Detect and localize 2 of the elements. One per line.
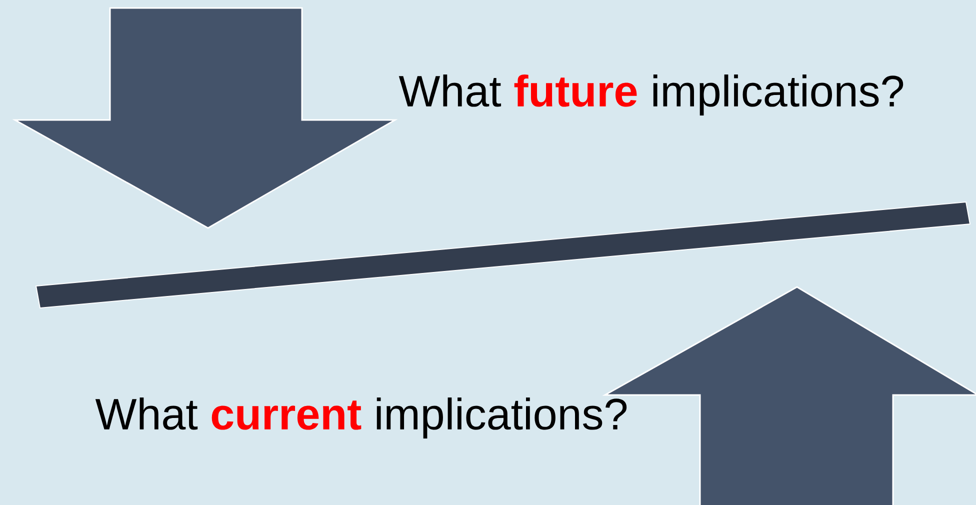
question-text: What current implications? [95, 397, 627, 438]
question-text: What future implications? [398, 74, 904, 116]
